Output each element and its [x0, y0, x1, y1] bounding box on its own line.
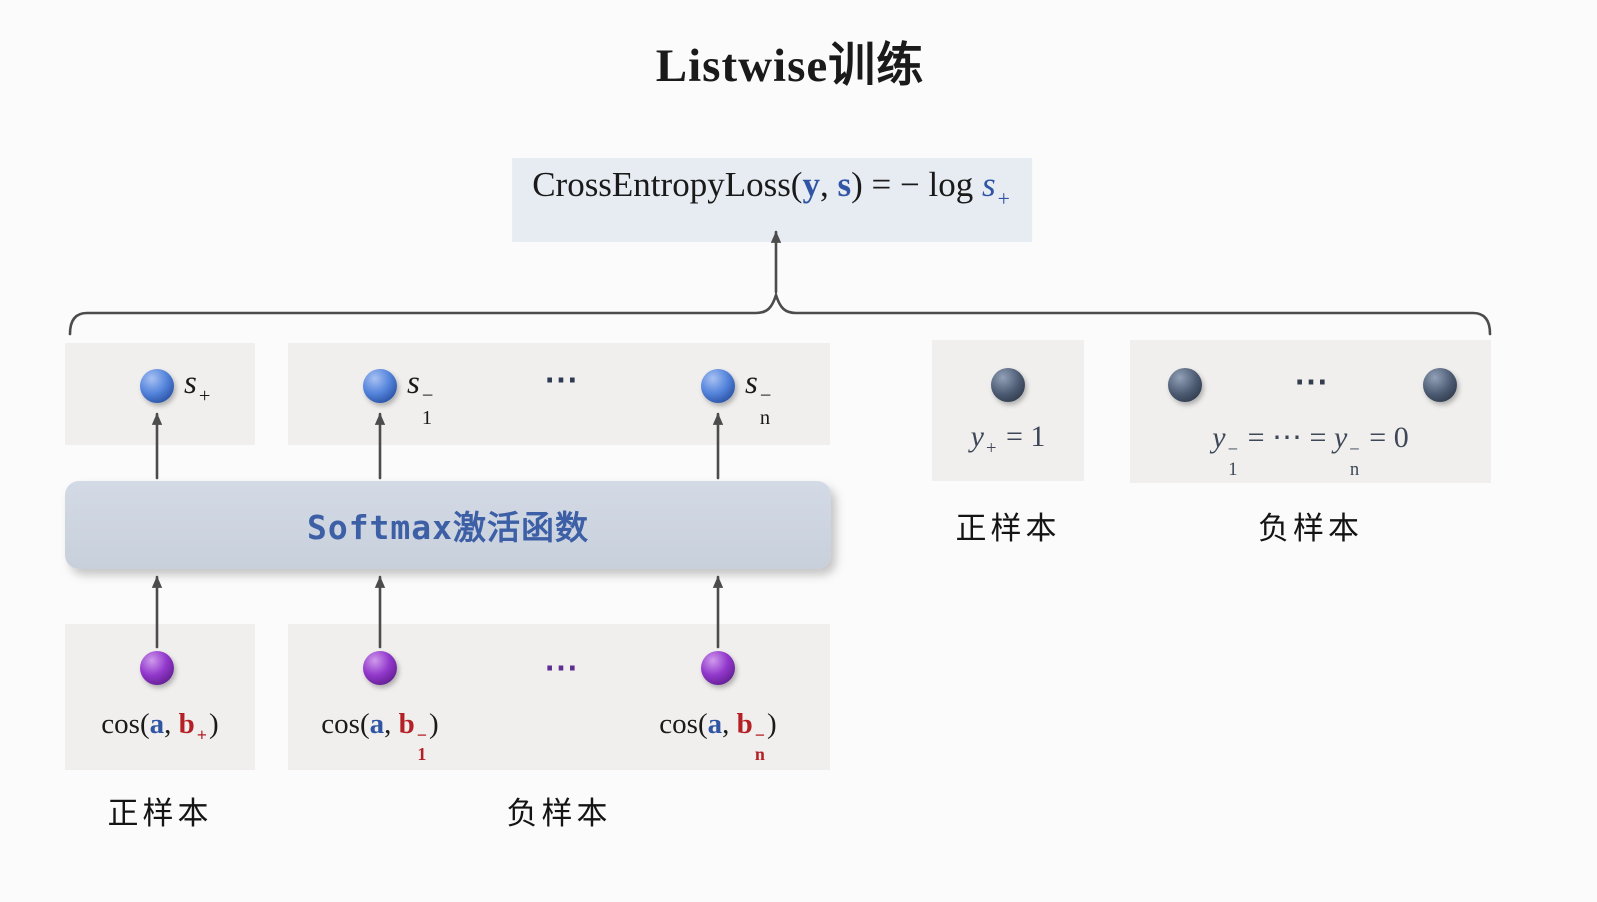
- target-negative-label: y−1 = ⋯ = y−n = 0: [1130, 420, 1491, 479]
- sphere-score-negative-1: [363, 369, 397, 403]
- formula-comma: ,: [819, 165, 838, 204]
- sphere-target-negative-1: [1168, 368, 1202, 402]
- sphere-cos-negative-1: [363, 651, 397, 685]
- diagram-title: Listwise训练: [655, 40, 925, 92]
- score-s-plus-label: s+: [184, 365, 212, 429]
- cos-close: ): [767, 708, 777, 740]
- label-negative-sample-bottom: 负样本: [506, 796, 612, 831]
- target-y: y: [970, 420, 984, 453]
- softmax-label: Softmax激活函数: [306, 508, 590, 547]
- sup: −: [759, 385, 772, 408]
- cos-fn: cos(: [321, 708, 370, 740]
- score-base: s: [745, 365, 758, 401]
- cos-sep: ,: [164, 708, 179, 740]
- score-sn-minus-label: s−n: [745, 365, 773, 429]
- y1-script: −1: [1228, 440, 1239, 479]
- yn-script: −n: [1349, 440, 1360, 479]
- loss-formula: CrossEntropyLoss(y, s) = − log s+: [512, 158, 1032, 243]
- b-script: −1: [417, 726, 427, 764]
- ellipsis-targets: ⋯: [1294, 364, 1330, 401]
- target-box-negative: [1130, 340, 1491, 483]
- formula-s-plus-base: s: [981, 165, 996, 204]
- sphere-target-positive: [991, 368, 1025, 402]
- vector-a: a: [369, 708, 385, 740]
- cos-sep: ,: [722, 708, 737, 740]
- formula-fn-text: CrossEntropyLoss(: [532, 165, 803, 204]
- cos-negative-1-label: cos(a, b−1): [285, 708, 475, 764]
- sphere-target-negative-n: [1423, 368, 1457, 402]
- sup: −: [1349, 439, 1360, 461]
- vector-a: a: [707, 708, 723, 740]
- sub: [986, 459, 997, 479]
- sphere-cos-negative-n: [701, 651, 735, 685]
- cos-positive-label: cos(a, b+): [65, 708, 255, 764]
- sub: 1: [417, 743, 427, 764]
- formula-equals-log: ) = − log: [851, 165, 982, 204]
- sub: n: [759, 406, 771, 429]
- sup: +: [985, 438, 997, 460]
- target-yn: y: [1333, 421, 1348, 454]
- target-eq: = 1: [998, 420, 1046, 453]
- cos-negative-n-label: cos(a, b−n): [623, 708, 813, 764]
- label-negative-sample-right: 负样本: [1258, 511, 1363, 546]
- sup: −: [1227, 439, 1239, 461]
- sub: n: [754, 743, 765, 764]
- sub: [199, 408, 211, 429]
- sup: +: [198, 385, 211, 408]
- target-box-positive: [932, 340, 1084, 481]
- brace: [68, 290, 1492, 336]
- cos-fn: cos(: [659, 708, 708, 740]
- target-mid: = ⋯ =: [1240, 421, 1334, 454]
- cos-sep: ,: [384, 708, 399, 740]
- sphere-cos-positive: [140, 651, 174, 685]
- sup: +: [196, 725, 208, 746]
- sphere-score-positive: [140, 369, 174, 403]
- label-positive-sample-bottom: 正样本: [107, 796, 213, 831]
- y-script: +: [986, 439, 997, 478]
- sphere-score-negative-n: [701, 369, 735, 403]
- sup: +: [997, 186, 1010, 211]
- cos-fn: cos(: [101, 708, 150, 740]
- cos-close: ): [209, 708, 219, 740]
- formula-s-plus-script: +: [997, 186, 1010, 234]
- b-script: +: [197, 726, 207, 764]
- score-base: s: [407, 365, 420, 401]
- sup: −: [421, 385, 434, 408]
- vector-b: b: [736, 708, 753, 740]
- sub: 1: [1228, 458, 1238, 480]
- softmax-box: Softmax激活函数: [65, 481, 831, 569]
- score-script: −1: [421, 385, 434, 429]
- sub: [197, 745, 207, 764]
- vector-a: a: [149, 708, 165, 740]
- ellipsis-cos: ⋯: [544, 650, 580, 687]
- sub: [998, 211, 1010, 234]
- formula-y-vector: y: [802, 165, 820, 204]
- sub: 1: [421, 406, 433, 429]
- cos-close: ): [429, 708, 439, 740]
- score-base: s: [184, 365, 197, 401]
- target-eq: = 0: [1361, 421, 1409, 454]
- target-positive-label: y+ = 1: [932, 420, 1084, 478]
- cos-box-positive: [65, 624, 255, 770]
- sub: n: [1349, 458, 1360, 480]
- sup: −: [754, 725, 766, 746]
- vector-b: b: [178, 708, 195, 740]
- score-script: +: [198, 385, 211, 429]
- formula-s-vector: s: [837, 165, 852, 204]
- score-script: −n: [759, 385, 772, 429]
- label-positive-sample-right: 正样本: [955, 511, 1061, 546]
- sup: −: [416, 725, 428, 746]
- target-y1: y: [1212, 421, 1226, 454]
- cos-box-negative: [288, 624, 830, 770]
- ellipsis-scores: ⋯: [544, 362, 580, 399]
- vector-b: b: [398, 708, 415, 740]
- score-s1-minus-label: s−1: [407, 365, 435, 429]
- b-script: −n: [755, 726, 765, 764]
